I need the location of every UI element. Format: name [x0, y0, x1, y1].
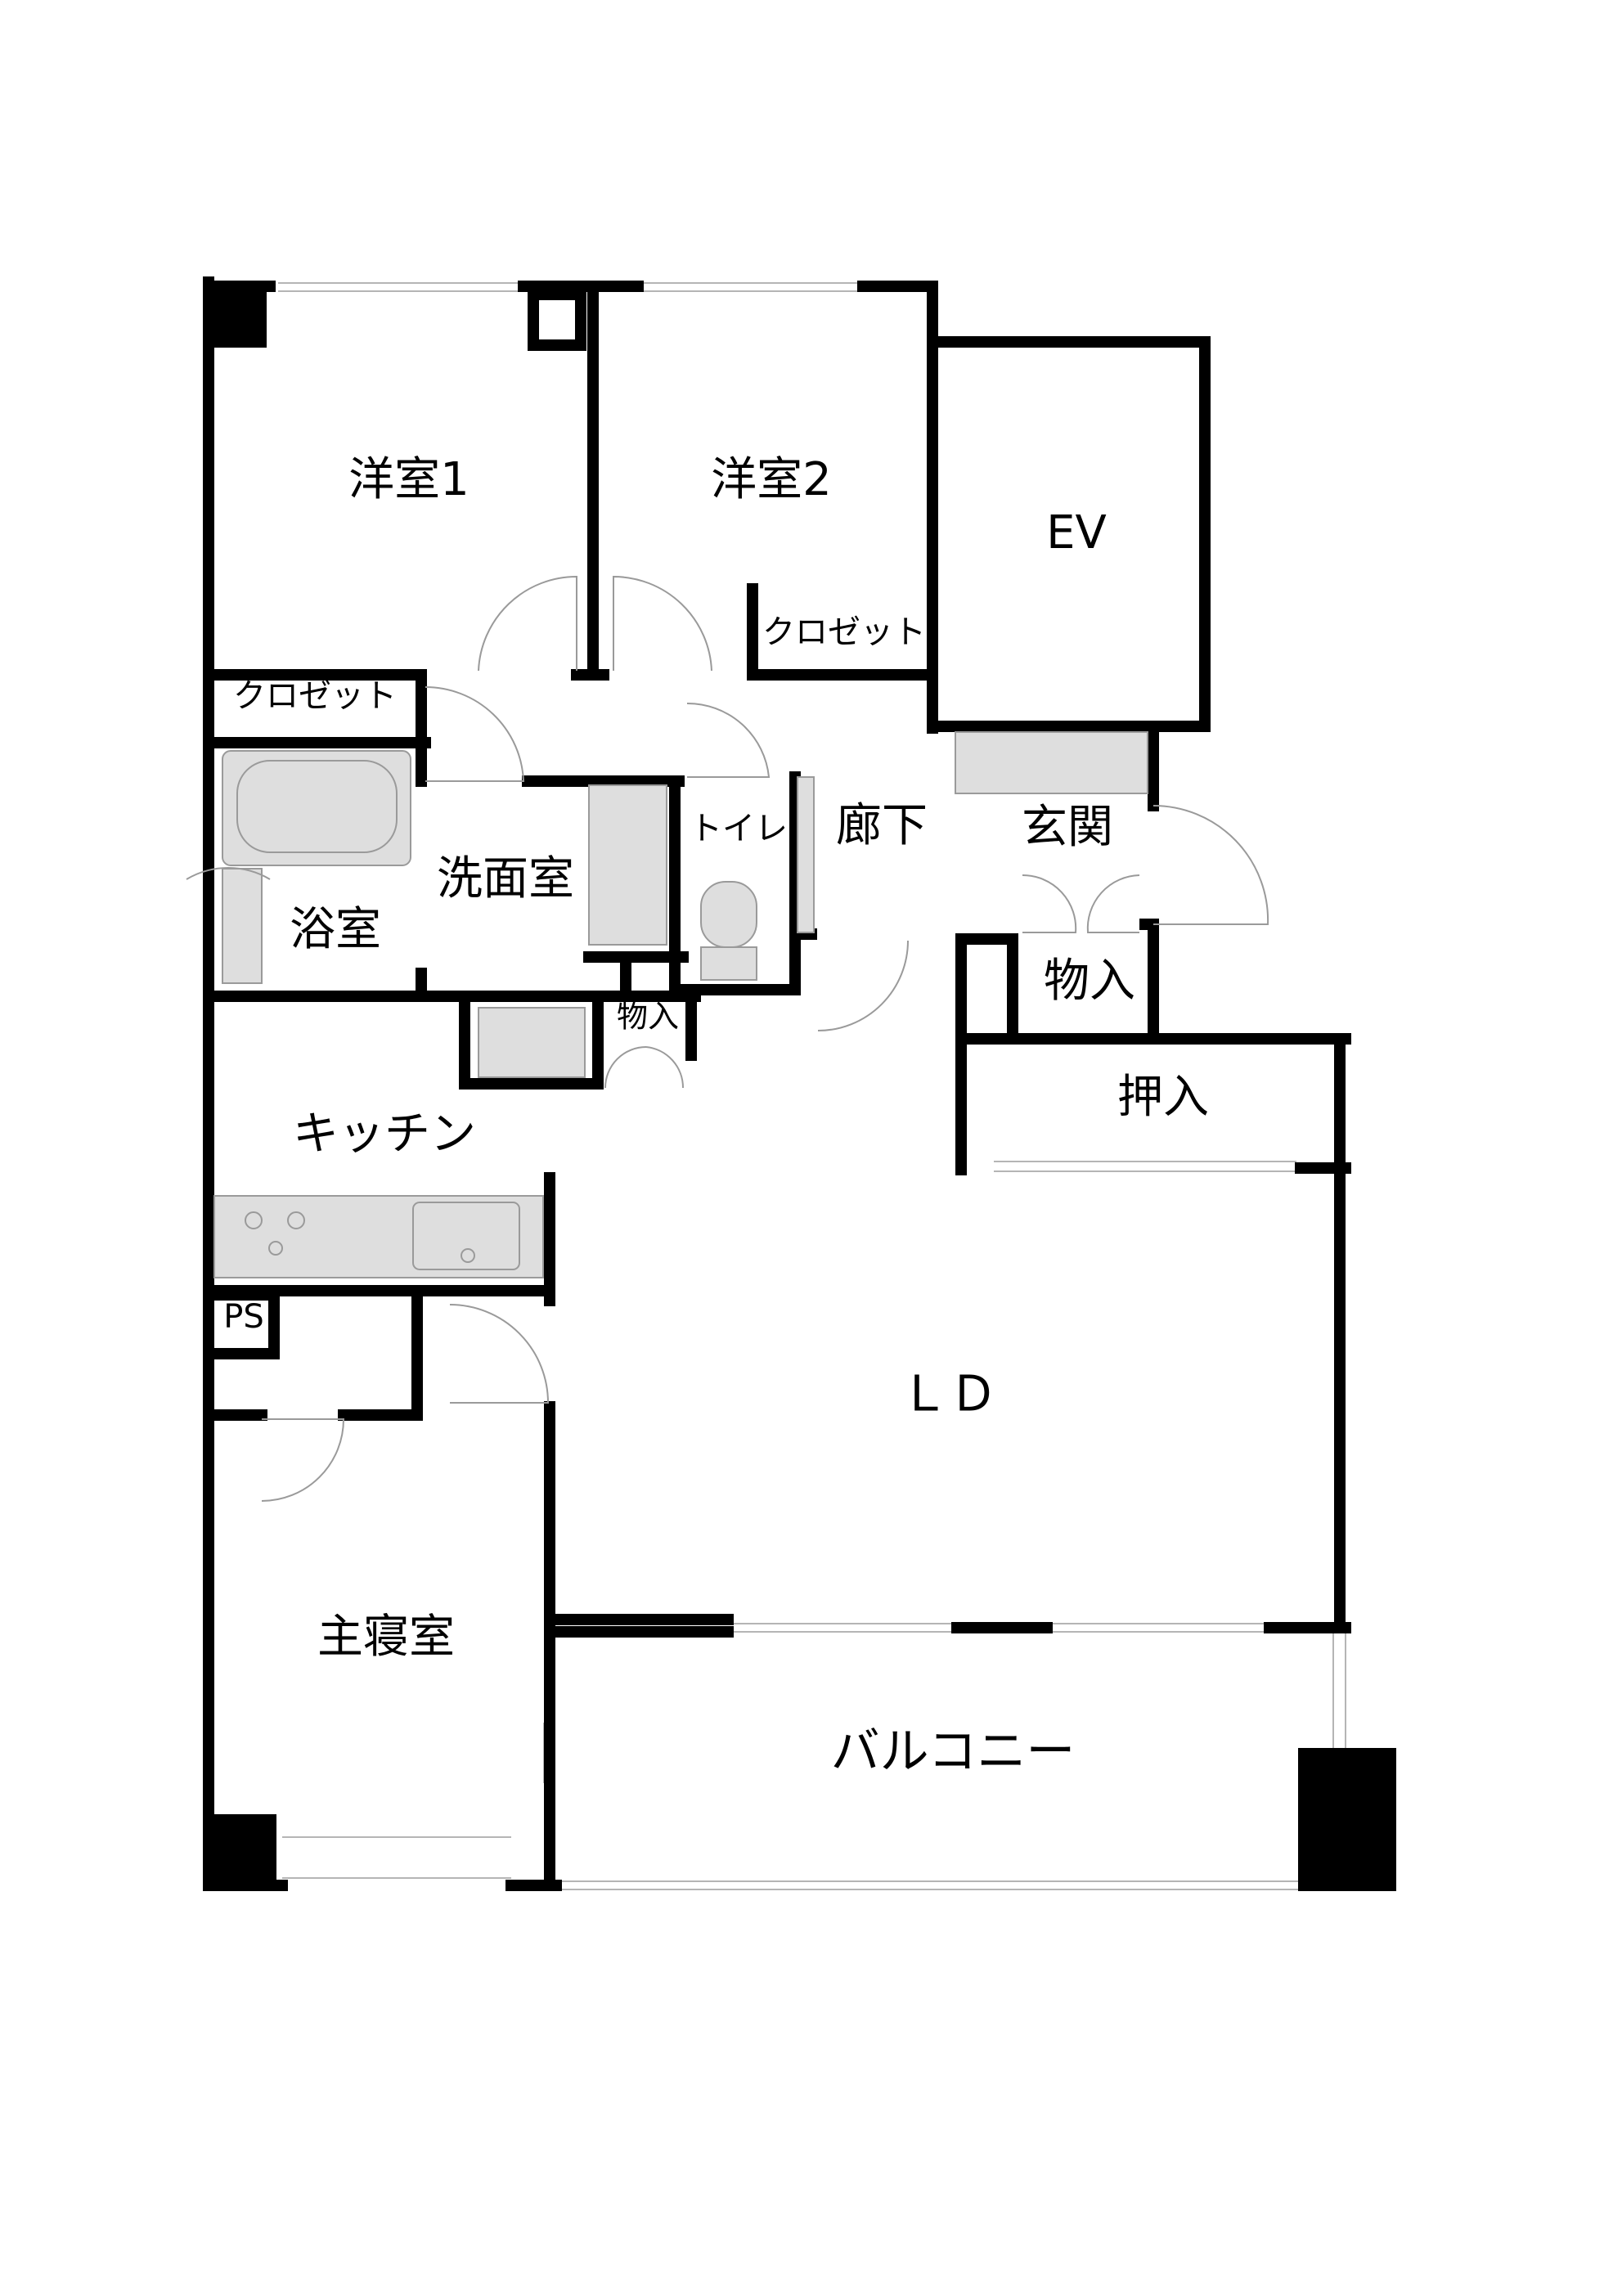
fixtures: [213, 731, 1148, 1278]
storage-washroom: 物入: [617, 999, 679, 1035]
closet-western2: クロゼット: [762, 613, 926, 651]
room-ld: ＬＤ: [900, 1366, 998, 1423]
room-oshiire: 押入: [1117, 1071, 1209, 1124]
toilet-fixture: [700, 881, 757, 948]
room-washroom: 洗面室: [437, 852, 574, 905]
windows: [278, 282, 1346, 1890]
room-western2: 洋室2: [711, 453, 832, 506]
ps-shaft: PS: [223, 1298, 264, 1336]
walls: [203, 276, 1351, 1891]
room-toilet: トイレ: [690, 810, 788, 847]
room-kitchen: キッチン: [293, 1108, 476, 1161]
entrance-step: [955, 731, 1148, 794]
storage-entrance: 物入: [1044, 955, 1135, 1008]
doors: [186, 575, 1269, 1502]
room-bath: 浴室: [290, 903, 381, 956]
room-ev: EV: [1046, 506, 1107, 559]
column-bottom-left: [203, 1814, 276, 1889]
room-balcony: バルコニー: [831, 1723, 1076, 1781]
closet-western1: クロゼット: [233, 677, 397, 715]
room-western1: 洋室1: [348, 453, 470, 506]
column-bottom-right: [1298, 1748, 1396, 1891]
room-entrance: 玄関: [1022, 801, 1113, 854]
room-master: 主寝室: [317, 1611, 455, 1664]
room-corridor: 廊下: [836, 799, 928, 852]
